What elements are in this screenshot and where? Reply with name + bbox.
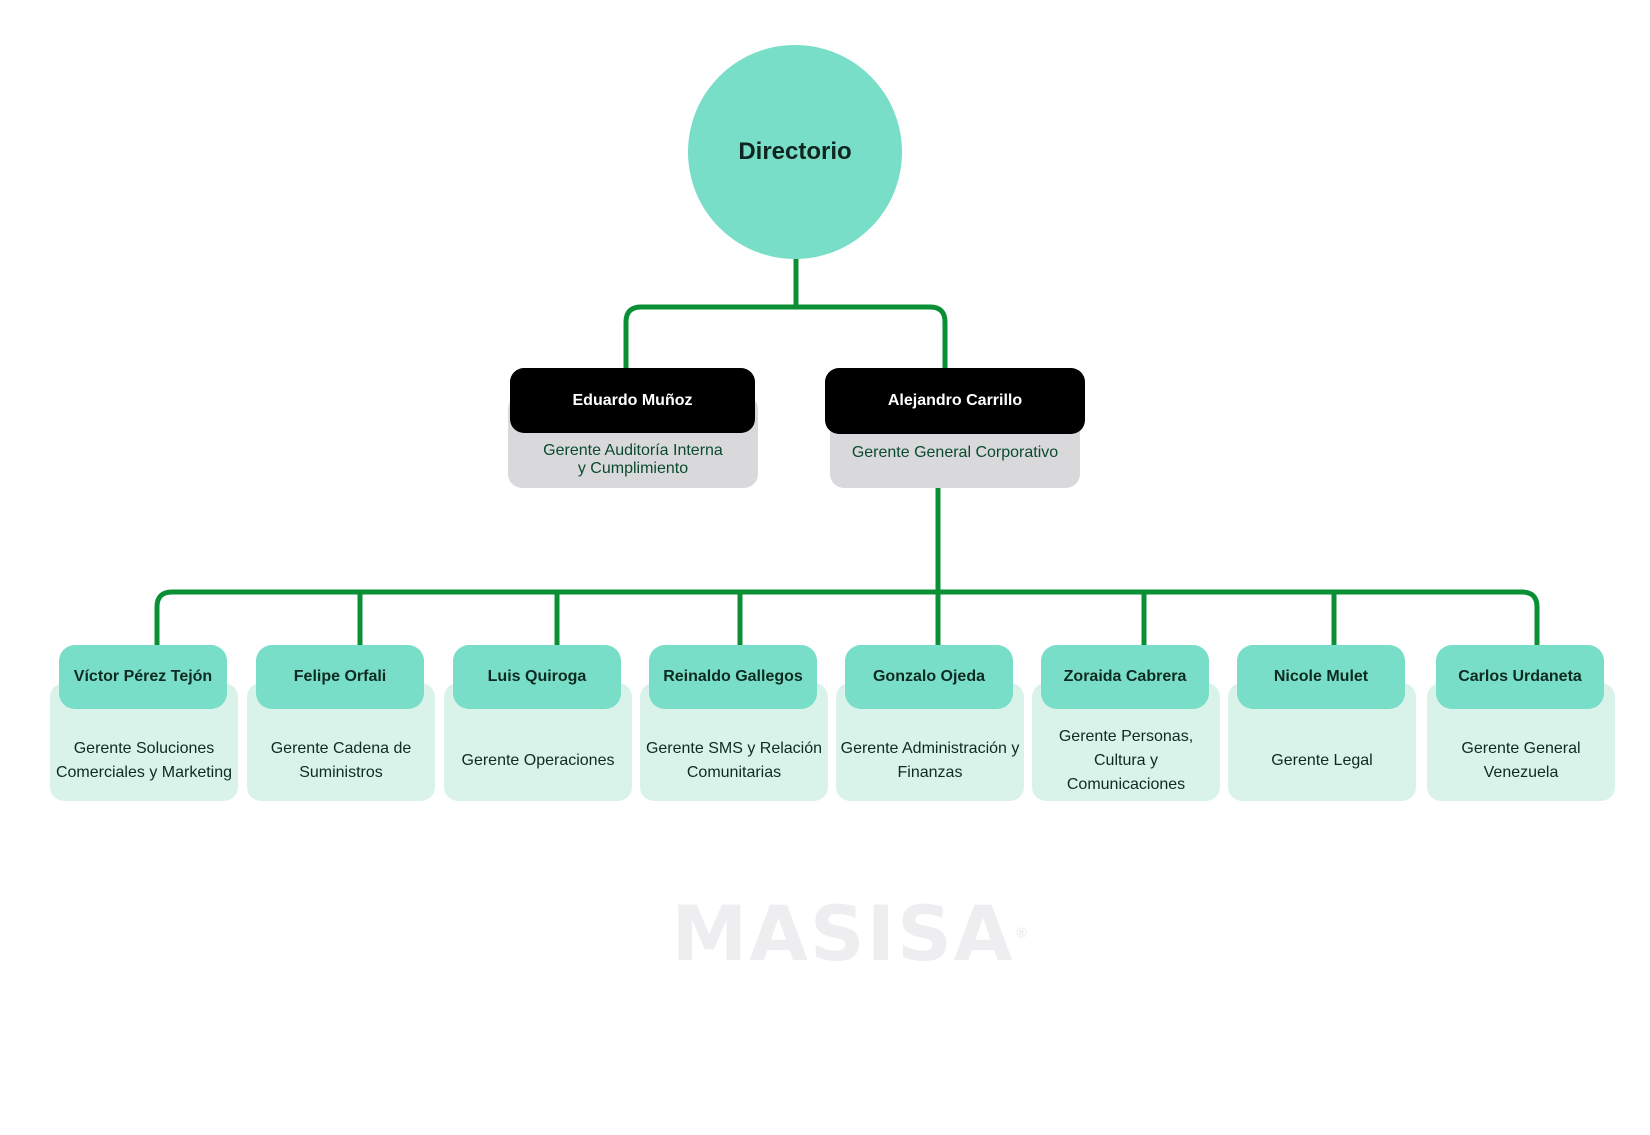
logo-text: MASISA bbox=[671, 889, 1015, 978]
root-label: Directorio bbox=[738, 138, 852, 165]
role-text: Gerente Soluciones Comerciales y Marketi… bbox=[55, 740, 233, 781]
role-text: Gerente Legal bbox=[1271, 752, 1373, 769]
node-gonzalo-ojeda[interactable]: Gerente Administración y Finanzas Gonzal… bbox=[836, 645, 1026, 801]
person-name: Nicole Mulet bbox=[1273, 668, 1369, 685]
name-box: Reinaldo Gallegos bbox=[649, 645, 817, 709]
person-name: Alejandro Carrillo bbox=[887, 392, 1023, 409]
person-name: Felipe Orfali bbox=[293, 668, 387, 685]
node-victor-perez-tejon[interactable]: Gerente Soluciones Comerciales y Marketi… bbox=[50, 645, 240, 801]
role-line: Gerente Auditoría Interna bbox=[543, 442, 723, 459]
node-nicole-mulet[interactable]: Gerente Legal Nicole Mulet bbox=[1228, 645, 1418, 801]
role-text: Gerente Cadena de Suministros bbox=[270, 740, 412, 781]
name-box: Felipe Orfali bbox=[256, 645, 424, 709]
person-name: Reinaldo Gallegos bbox=[663, 668, 803, 685]
root-node-directorio[interactable]: Directorio bbox=[688, 45, 902, 259]
person-name: Víctor Pérez Tejón bbox=[73, 668, 213, 685]
masisa-logo-watermark: MASISA® bbox=[636, 896, 1066, 972]
person-name: Carlos Urdaneta bbox=[1458, 668, 1582, 685]
name-box: Nicole Mulet bbox=[1237, 645, 1405, 709]
name-box: Gonzalo Ojeda bbox=[845, 645, 1013, 709]
connector-level2-bus bbox=[154, 589, 1540, 645]
node-reinaldo-gallegos[interactable]: Gerente SMS y Relación Comunitarias Rein… bbox=[640, 645, 830, 801]
role-text: Gerente Operaciones bbox=[461, 752, 615, 769]
name-box: Víctor Pérez Tejón bbox=[59, 645, 227, 709]
node-felipe-orfali[interactable]: Gerente Cadena de Suministros Felipe Orf… bbox=[247, 645, 437, 801]
role-text: Gerente General Venezuela bbox=[1461, 740, 1581, 781]
name-box: Luis Quiroga bbox=[453, 645, 621, 709]
name-box: Eduardo Muñoz bbox=[510, 368, 755, 433]
node-luis-quiroga[interactable]: Gerente Operaciones Luis Quiroga bbox=[444, 645, 634, 801]
node-carlos-urdaneta[interactable]: Gerente General Venezuela Carlos Urdanet… bbox=[1427, 645, 1617, 801]
role-line: Gerente General Corporativo bbox=[851, 444, 1059, 461]
registered-mark: ® bbox=[1014, 926, 1031, 942]
person-name: Luis Quiroga bbox=[487, 668, 587, 685]
name-box: Alejandro Carrillo bbox=[825, 368, 1085, 434]
connector-level1-bus bbox=[623, 304, 948, 370]
role-line: y Cumplimiento bbox=[577, 460, 689, 477]
person-name: Eduardo Muñoz bbox=[572, 391, 693, 409]
role-text: Gerente SMS y Relación Comunitarias bbox=[645, 740, 823, 781]
name-box: Zoraida Cabrera bbox=[1041, 645, 1209, 709]
person-name: Gonzalo Ojeda bbox=[872, 668, 985, 685]
name-box: Carlos Urdaneta bbox=[1436, 645, 1604, 709]
person-name: Zoraida Cabrera bbox=[1063, 668, 1187, 685]
role-text: Gerente Administración y Finanzas bbox=[840, 740, 1020, 781]
role-text: Gerente Personas, Cultura y Comunicacion… bbox=[1058, 728, 1194, 793]
node-zoraida-cabrera[interactable]: Gerente Personas, Cultura y Comunicacion… bbox=[1032, 645, 1222, 801]
